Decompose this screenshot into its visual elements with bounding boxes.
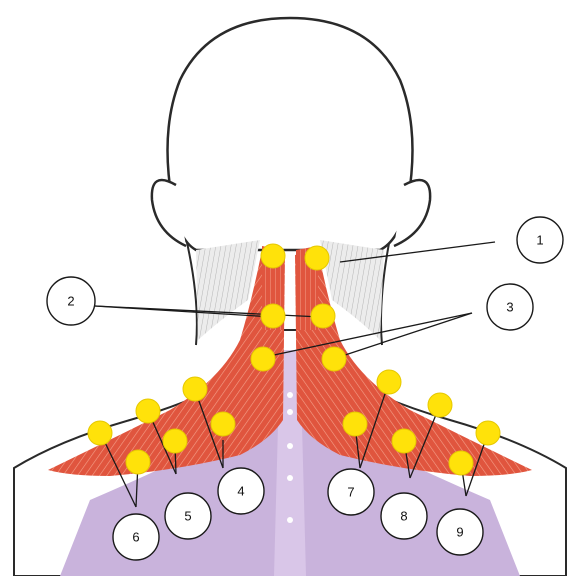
callout-1-label: 1 bbox=[536, 233, 543, 248]
callout-8-label: 8 bbox=[400, 509, 407, 524]
trigger-point bbox=[211, 412, 235, 436]
trigger-point bbox=[476, 421, 500, 445]
trigger-point bbox=[88, 421, 112, 445]
callout-8: 8 bbox=[381, 493, 427, 539]
callout-1: 1 bbox=[517, 217, 563, 263]
trigger-point bbox=[163, 429, 187, 453]
callout-2: 2 bbox=[47, 277, 95, 325]
trigger-point bbox=[136, 399, 160, 423]
callout-2-label: 2 bbox=[67, 294, 74, 309]
callout-7-label: 7 bbox=[347, 485, 354, 500]
callout-3: 3 bbox=[487, 284, 533, 330]
trigger-point bbox=[428, 393, 452, 417]
trigger-point bbox=[251, 347, 275, 371]
callout-5: 5 bbox=[165, 493, 211, 539]
trigger-point bbox=[305, 246, 329, 270]
callout-6: 6 bbox=[113, 514, 159, 560]
trigger-point bbox=[183, 377, 207, 401]
neck-left-outline bbox=[186, 238, 197, 345]
trigger-point bbox=[261, 244, 285, 268]
callout-9-label: 9 bbox=[456, 525, 463, 540]
trigger-point bbox=[343, 412, 367, 436]
trigger-point bbox=[392, 429, 416, 453]
callout-6-label: 6 bbox=[132, 530, 139, 545]
trigger-point bbox=[449, 451, 473, 475]
callout-4-label: 4 bbox=[237, 484, 244, 499]
callout-5-label: 5 bbox=[184, 509, 191, 524]
trigger-point bbox=[311, 304, 335, 328]
head-outline bbox=[168, 18, 413, 250]
callout-7: 7 bbox=[328, 469, 374, 515]
callout-9: 9 bbox=[437, 509, 483, 555]
trigger-point bbox=[377, 370, 401, 394]
trigger-point bbox=[261, 304, 285, 328]
trigger-point bbox=[126, 450, 150, 474]
trigger-point bbox=[322, 347, 346, 371]
callout-3-label: 3 bbox=[506, 300, 513, 315]
callout-4: 4 bbox=[218, 468, 264, 514]
